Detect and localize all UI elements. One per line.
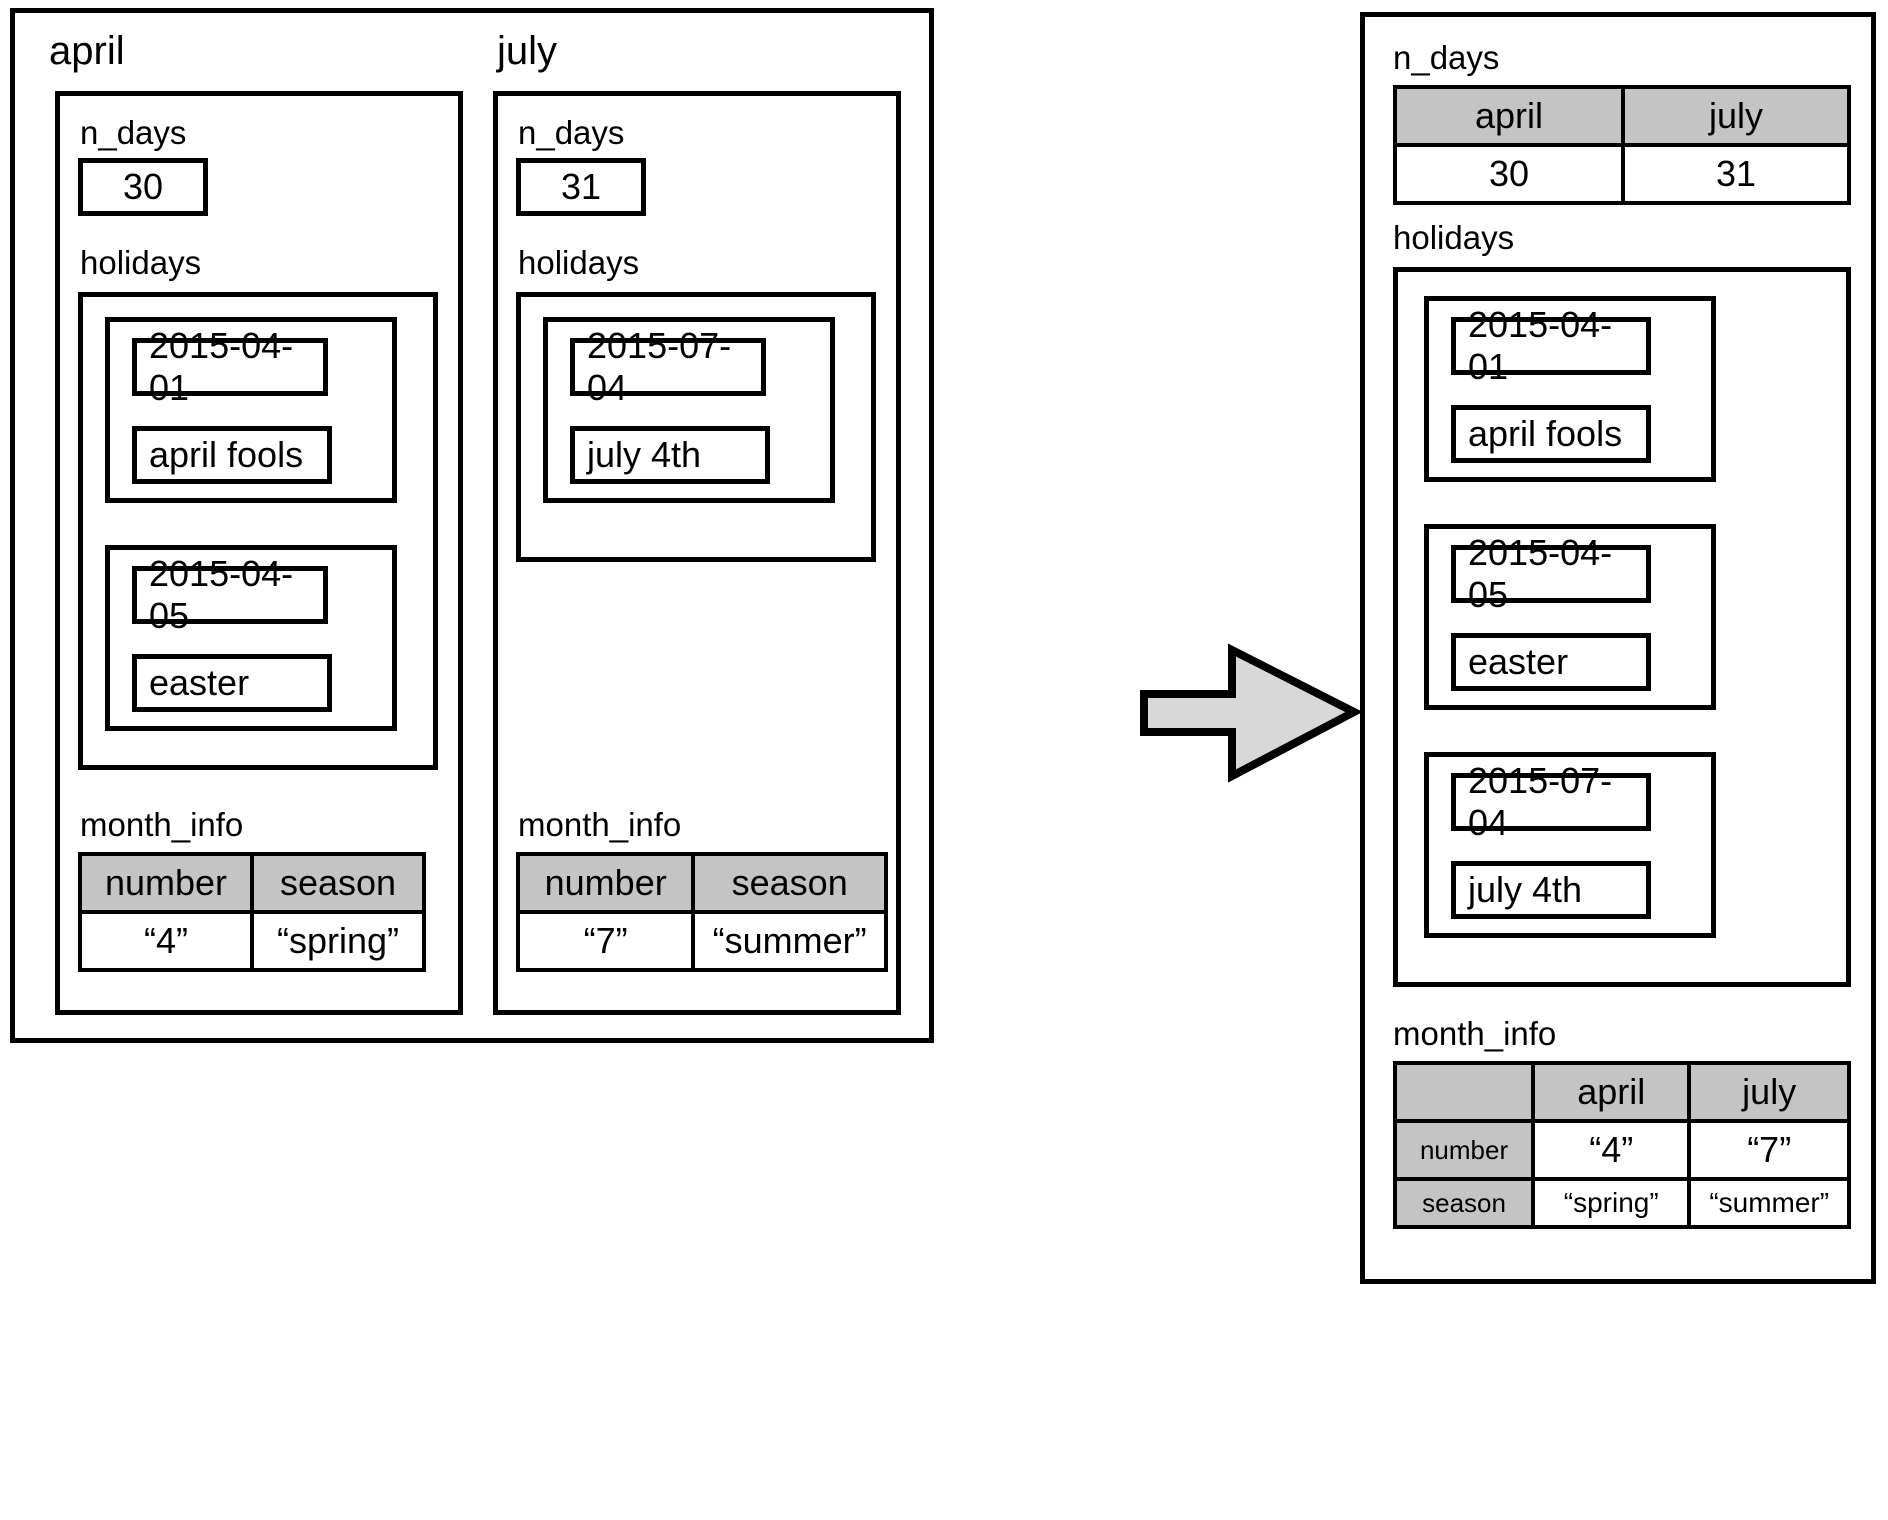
- april-holiday-1-name: easter: [132, 654, 332, 712]
- right-n-days-table: april july 30 31: [1392, 85, 1851, 205]
- april-month-info-header-number: number: [78, 852, 254, 914]
- table-row: “4” “spring”: [78, 910, 426, 972]
- right-holidays-container: 2015-04-01 april fools 2015-04-05 easter…: [1393, 267, 1851, 987]
- july-month-info-label: month_info: [518, 806, 682, 843]
- table-row: number season: [78, 852, 426, 914]
- july-holidays-label: holidays: [518, 244, 640, 281]
- right-holiday-record-2: 2015-07-04 july 4th: [1424, 752, 1716, 938]
- april-holidays-label: holidays: [80, 244, 202, 281]
- april-month-panel: n_days 30 holidays 2015-04-01 april fool…: [55, 91, 463, 1015]
- table-row: april july: [1392, 1061, 1851, 1123]
- n-days-header-july: july: [1621, 85, 1851, 147]
- april-holidays-container: 2015-04-01 april fools 2015-04-05 easter: [78, 292, 438, 770]
- right-holidays-label: holidays: [1393, 219, 1515, 256]
- right-holiday-0-date: 2015-04-01: [1451, 304, 1651, 387]
- n-days-value-july: 31: [1621, 143, 1851, 205]
- table-row: “7” “summer”: [515, 910, 888, 972]
- table-row: season “spring” “summer”: [1392, 1177, 1851, 1229]
- right-n-days-label: n_days: [1393, 39, 1500, 76]
- july-holiday-0-name: july 4th: [570, 426, 770, 484]
- month-info-header-april: april: [1531, 1061, 1692, 1123]
- july-month-info-table: number season “7” “summer”: [515, 852, 888, 972]
- april-month-info-table: number season “4” “spring”: [78, 852, 426, 972]
- table-row: number season: [515, 852, 888, 914]
- n-days-header-april: april: [1392, 85, 1626, 147]
- month-info-number-july: “7”: [1687, 1119, 1851, 1181]
- july-holiday-record-0: 2015-07-04 july 4th: [543, 317, 835, 503]
- july-month-info-header-number: number: [515, 852, 696, 914]
- table-row: 30 31: [1392, 143, 1851, 205]
- month-info-rowheader-season: season: [1392, 1177, 1536, 1229]
- july-n-days-value: 31: [516, 158, 646, 216]
- month-info-rowheader-number: number: [1392, 1119, 1536, 1181]
- april-holiday-record-1: 2015-04-05 easter: [105, 545, 397, 731]
- april-holiday-0-date: 2015-04-01: [132, 325, 328, 408]
- april-panel-title: april: [49, 29, 125, 73]
- april-holiday-0-name: april fools: [132, 426, 332, 484]
- month-info-header-july: july: [1687, 1061, 1851, 1123]
- month-info-corner-cell: [1392, 1061, 1536, 1123]
- table-row: april july: [1392, 85, 1851, 147]
- right-holiday-1-name: easter: [1451, 633, 1651, 691]
- right-holiday-2-name: july 4th: [1451, 861, 1651, 919]
- july-month-panel: n_days 31 holidays 2015-07-04 july 4th m…: [493, 91, 901, 1015]
- left-nested-structure-frame: april july n_days 30 holidays 2015-04-01…: [10, 8, 934, 1043]
- right-holiday-0-name: april fools: [1451, 405, 1651, 463]
- right-holiday-record-0: 2015-04-01 april fools: [1424, 296, 1716, 482]
- table-row: number “4” “7”: [1392, 1119, 1851, 1181]
- april-holiday-1-date: 2015-04-05: [132, 553, 328, 636]
- april-n-days-value: 30: [78, 158, 208, 216]
- july-panel-title: july: [497, 29, 558, 73]
- april-month-info-value-season: “spring”: [250, 910, 426, 972]
- right-month-info-label: month_info: [1393, 1015, 1557, 1052]
- right-tabular-structure-frame: n_days april july 30 31 holidays 2015-04…: [1360, 12, 1876, 1284]
- april-month-info-header-season: season: [250, 852, 426, 914]
- right-month-info-table: april july number “4” “7” season “spring…: [1392, 1061, 1851, 1229]
- month-info-number-april: “4”: [1531, 1119, 1692, 1181]
- right-holiday-record-1: 2015-04-05 easter: [1424, 524, 1716, 710]
- month-info-season-april: “spring”: [1531, 1177, 1692, 1229]
- n-days-value-april: 30: [1392, 143, 1626, 205]
- july-n-days-label: n_days: [518, 114, 625, 151]
- july-month-info-header-season: season: [691, 852, 888, 914]
- july-month-info-value-number: “7”: [515, 910, 696, 972]
- july-holiday-0-date: 2015-07-04: [570, 325, 766, 408]
- april-holiday-record-0: 2015-04-01 april fools: [105, 317, 397, 503]
- july-month-info-value-season: “summer”: [691, 910, 888, 972]
- april-month-info-label: month_info: [80, 806, 244, 843]
- april-month-info-value-number: “4”: [78, 910, 254, 972]
- right-holiday-1-date: 2015-04-05: [1451, 532, 1651, 615]
- july-holidays-container: 2015-07-04 july 4th: [516, 292, 876, 562]
- right-arrow-icon: [1140, 643, 1360, 783]
- right-holiday-2-date: 2015-07-04: [1451, 760, 1651, 843]
- month-info-season-july: “summer”: [1687, 1177, 1851, 1229]
- april-n-days-label: n_days: [80, 114, 187, 151]
